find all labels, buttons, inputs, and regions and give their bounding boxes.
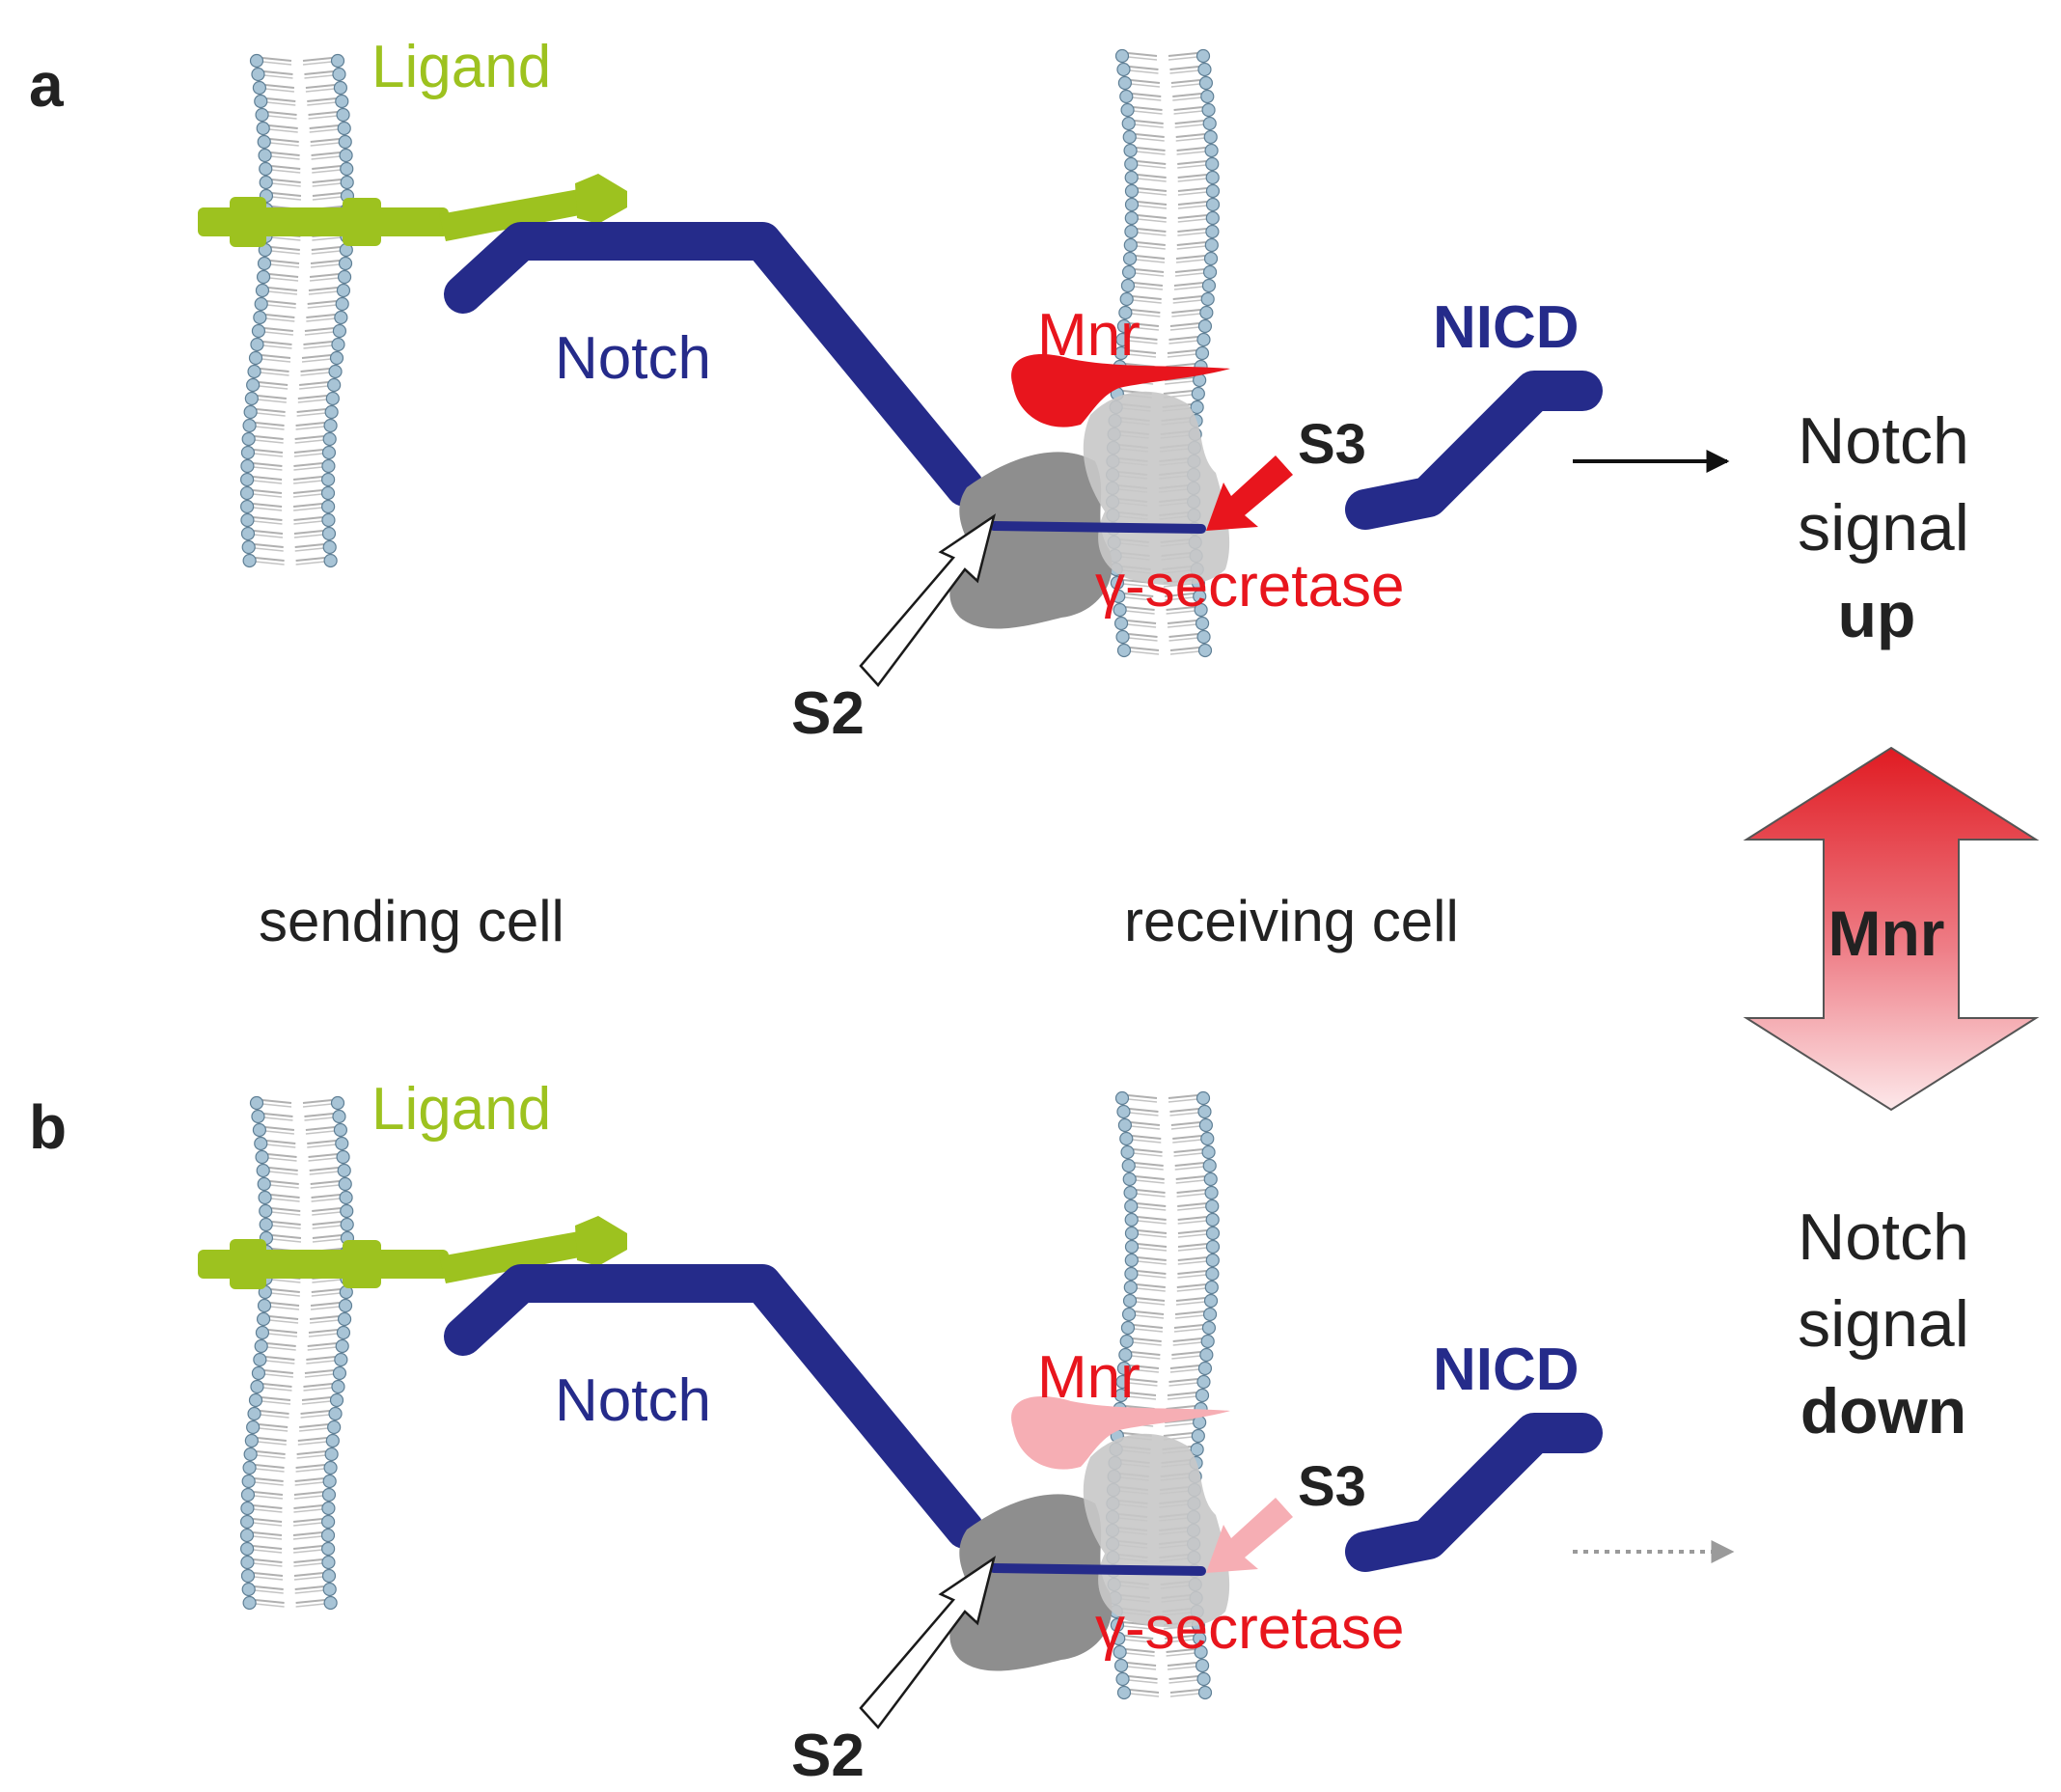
nicd-label-b: NICD [1433,1337,1580,1403]
signal-line1-b: Notch [1798,1200,1969,1274]
notch-receptor [444,222,984,507]
signal-line2-a: signal [1798,491,1969,565]
gamma-secretase-label-b: γ-secretase [1095,1595,1404,1662]
nicd-fragment [1345,1413,1603,1572]
membrane-sending-a [239,53,355,568]
s3-cleavage-arrow [1206,1498,1293,1573]
notch-label-a: Notch [555,325,711,392]
ligand-shape [198,1216,627,1289]
panel-letter-b: b [29,1092,67,1162]
ligand-label-b: Ligand [371,1076,551,1143]
s2-cleavage-arrow [859,1556,997,1729]
mnr-label-b: Mnr [1037,1344,1140,1411]
gamma-secretase-label-a: γ-secretase [1095,553,1404,620]
panel-a [198,174,1730,687]
notch-receptor [444,1264,984,1549]
receiving-cell-label: receiving cell [1124,889,1459,953]
signal-state-a: up [1838,579,1916,650]
s3-label-a: S3 [1298,413,1366,476]
gamma-secretase-complex [949,1433,1230,1671]
s3-cleavage-arrow [1206,455,1293,531]
panel-b [198,1216,1735,1729]
ligand-label-a: Ligand [371,34,551,100]
signal-state-b: down [1800,1375,1966,1447]
s2-label-b: S2 [791,1723,865,1789]
mnr-label-a: Mnr [1037,302,1140,369]
s2-label-a: S2 [791,680,865,747]
mnr-arrow-label: Mnr [1828,897,1945,969]
sending-cell-label: sending cell [259,889,564,953]
notch-label-b: Notch [555,1367,711,1434]
membrane-sending-b [239,1095,355,1611]
s3-label-b: S3 [1298,1455,1366,1518]
nicd-label-a: NICD [1433,294,1580,361]
panel-letter-a: a [29,50,64,120]
mnr-double-arrow [1743,746,2040,1112]
gamma-secretase-complex [949,391,1230,629]
mnr-shape [1011,1396,1230,1470]
s2-cleavage-arrow [859,513,997,687]
signal-line2-b: signal [1798,1287,1969,1361]
signal-line1-a: Notch [1798,404,1969,478]
nicd-fragment [1345,371,1603,530]
mnr-shape [1011,354,1230,427]
ligand-shape [198,174,627,247]
